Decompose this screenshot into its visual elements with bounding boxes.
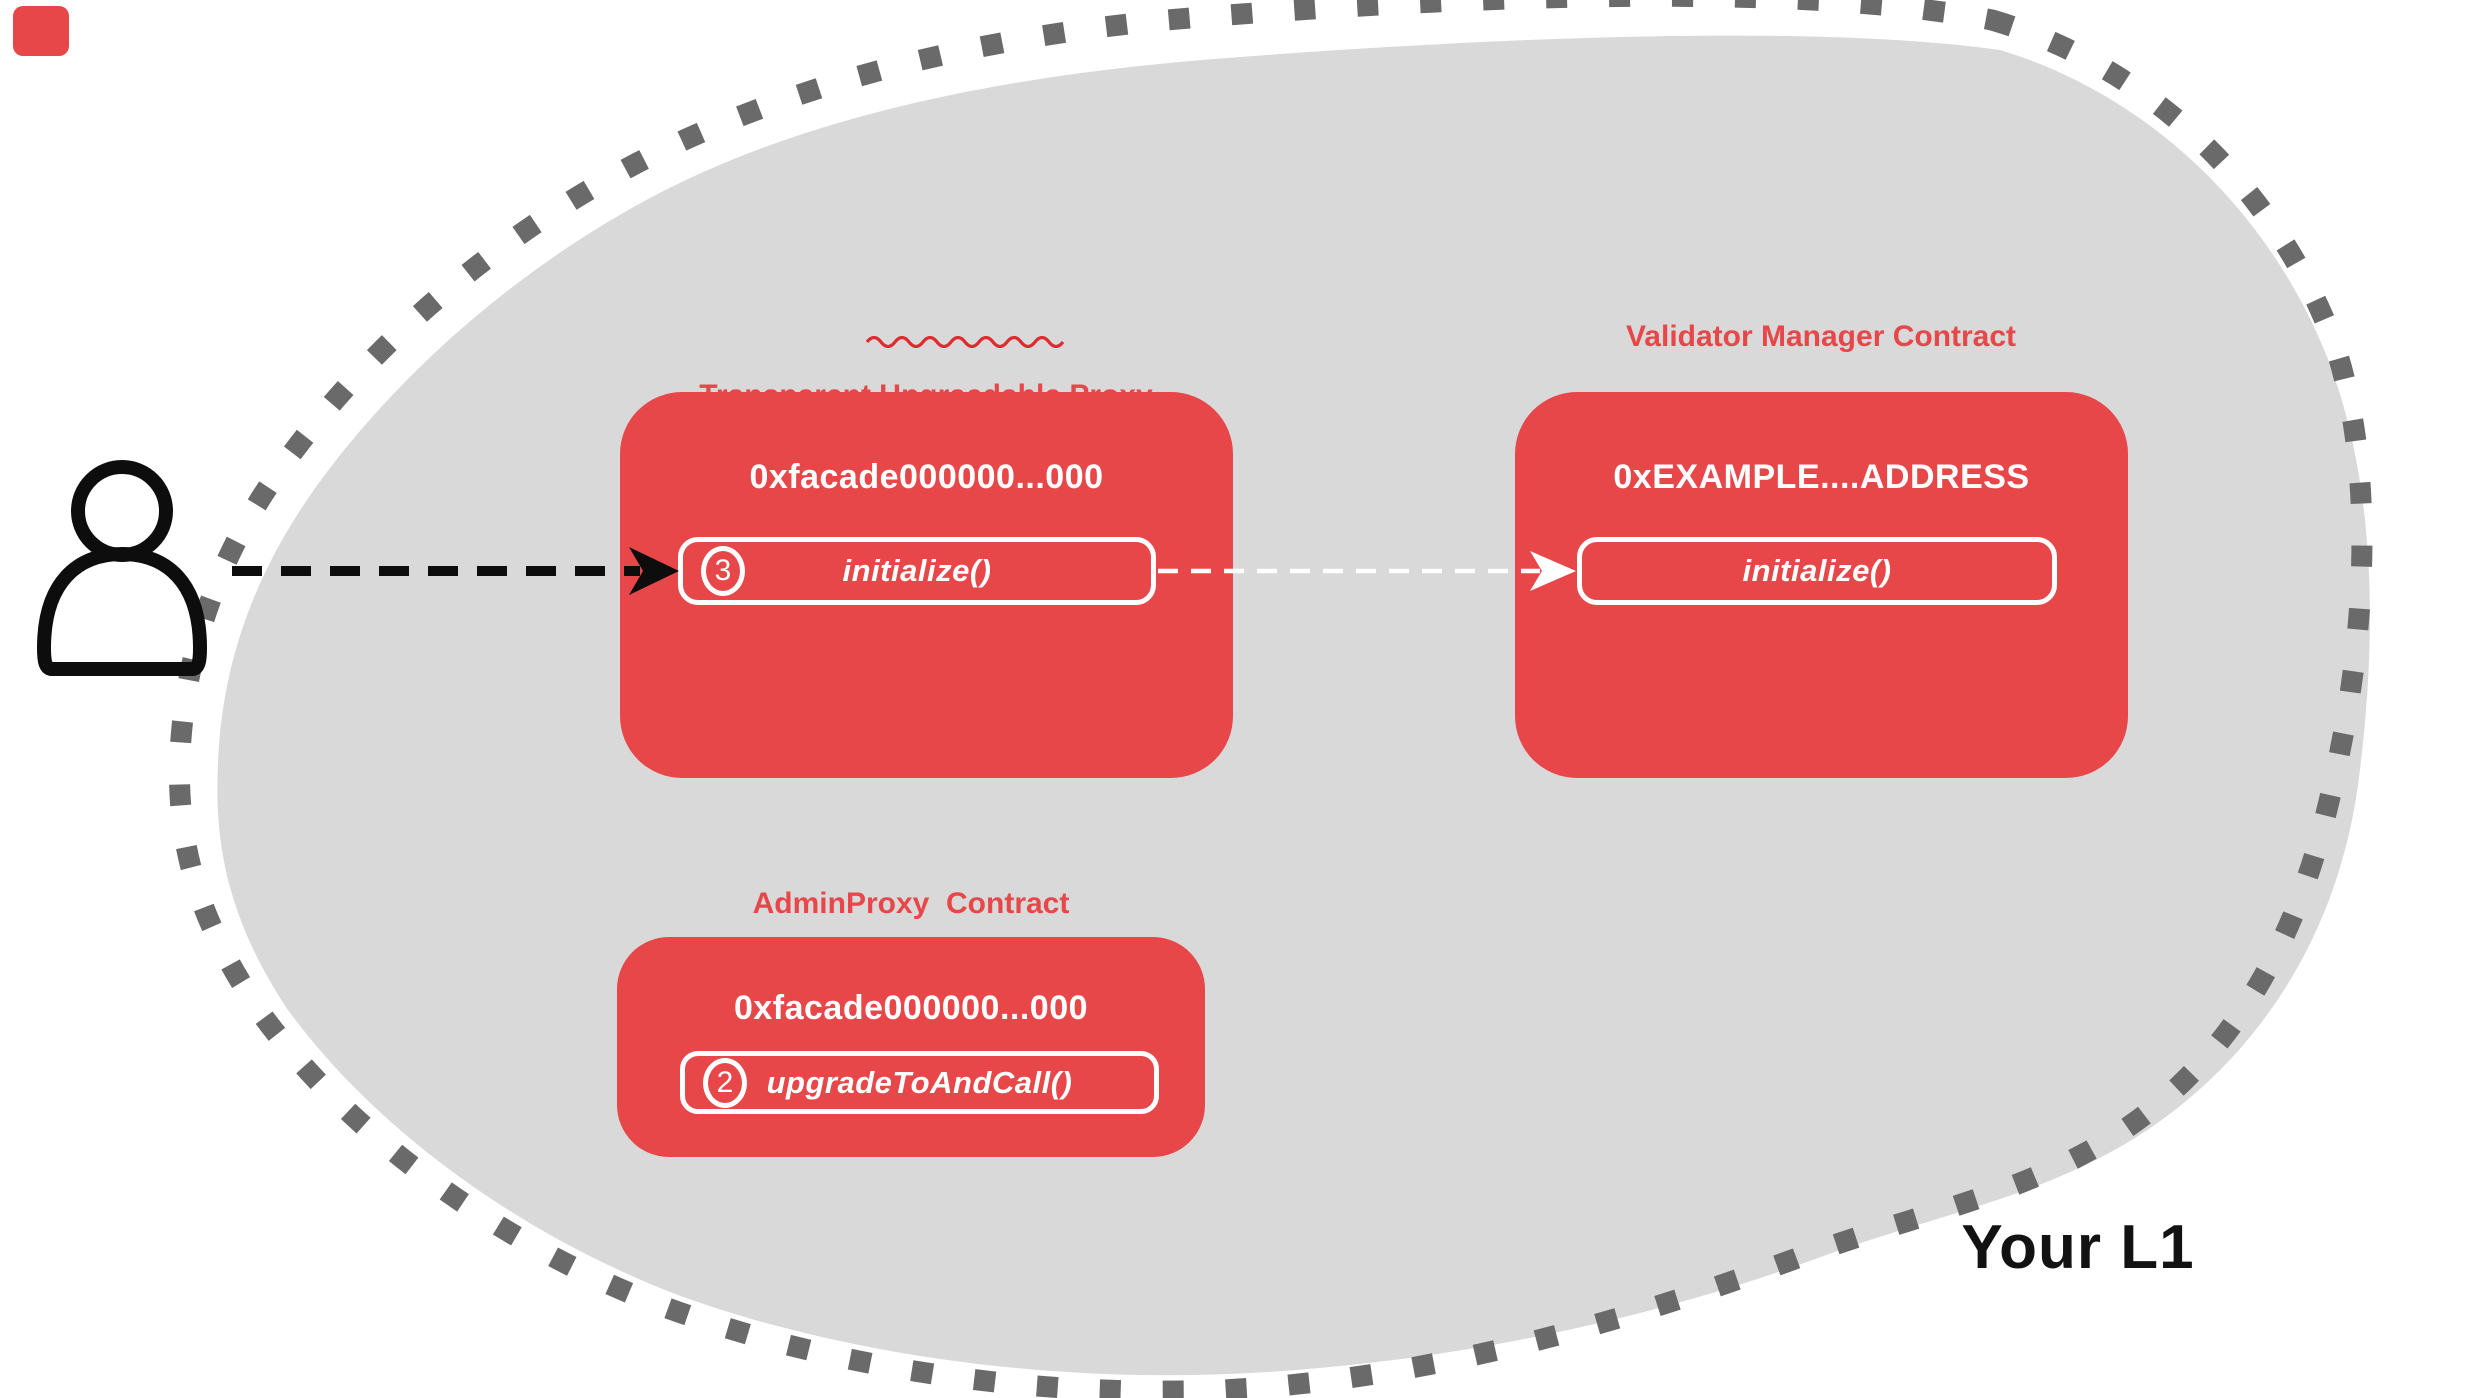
proxy-initialize-label: initialize()	[842, 553, 992, 588]
validator-initialize-button: initialize()	[1577, 537, 2057, 605]
proxy-contract-box: 0xfacade000000...000 3 initialize()	[620, 392, 1233, 778]
admin-upgrade-button: 2 upgradeToAndCall()	[680, 1051, 1159, 1114]
admin-upgrade-label: upgradeToAndCall()	[766, 1064, 1073, 1100]
validator-box-title: Validator Manager Contract	[1625, 320, 2017, 353]
proxy-initialize-button: 3 initialize()	[678, 537, 1156, 605]
person-icon	[37, 460, 207, 676]
proxy-box-title: Transparent Upgraedable Proxy Contract (…	[626, 301, 1226, 605]
step-3-badge: 3	[701, 546, 745, 596]
admin-contract-box: 0xfacade000000...000 2 upgradeToAndCall(…	[617, 937, 1205, 1157]
proxy-contract-address: 0xfacade000000...000	[749, 458, 1104, 496]
spellcheck-squiggle	[865, 335, 1065, 348]
validator-contract-box: 0xEXAMPLE....ADDRESS initialize()	[1515, 392, 2128, 778]
region-label: Your L1	[1961, 1213, 2195, 1282]
step-2-badge: 2	[703, 1057, 747, 1108]
proxy-title-line1: Transparent Upgraedable Proxy	[699, 379, 1153, 412]
red-corner-marker	[13, 6, 69, 56]
proxy-title-line2: Contract (Storage)	[794, 493, 1058, 526]
admin-box-title: AdminProxy Contract	[752, 887, 1070, 920]
validator-contract-address: 0xEXAMPLE....ADDRESS	[1613, 458, 2030, 496]
validator-initialize-label: initialize()	[1742, 553, 1892, 588]
admin-contract-address: 0xfacade000000...000	[733, 989, 1089, 1027]
